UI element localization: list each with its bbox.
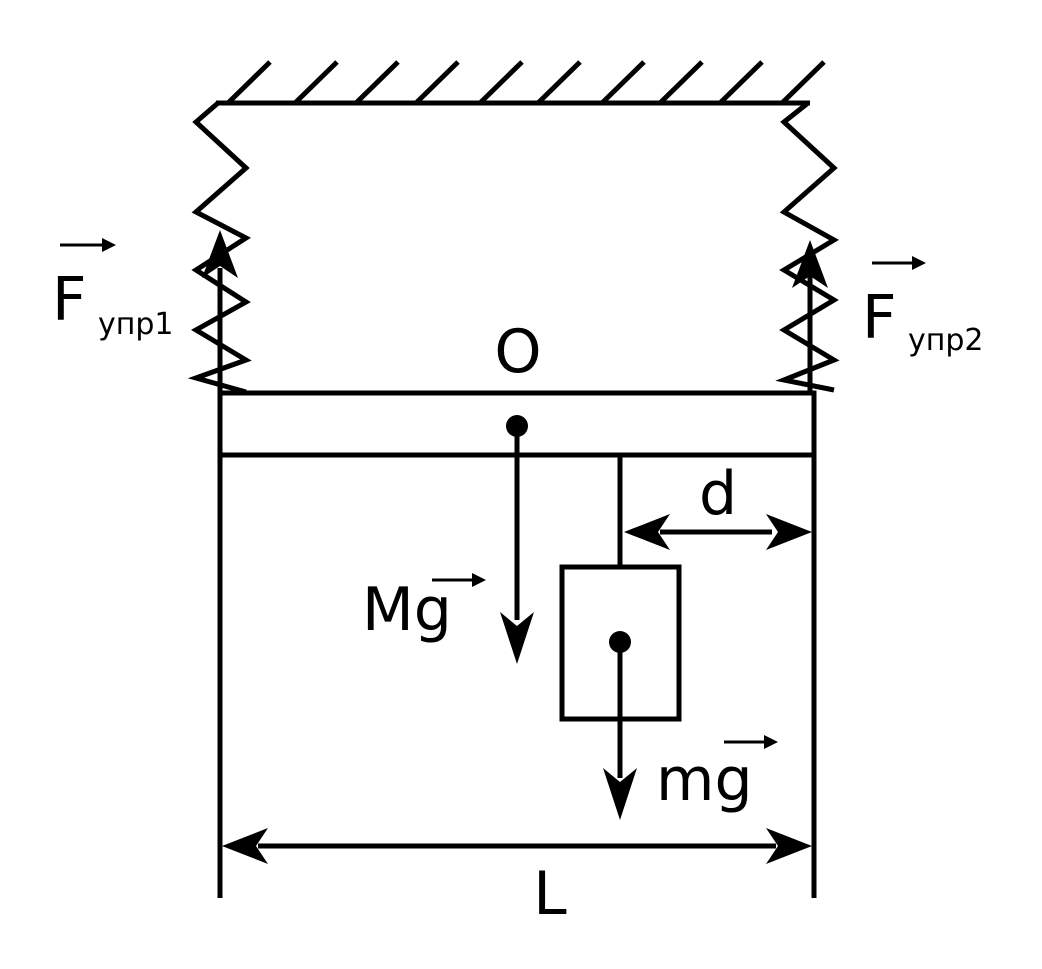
- label-beam-weight-text: Mg: [362, 575, 452, 645]
- weight-arrow-beam: [500, 426, 534, 664]
- force-arrow-right: [792, 240, 828, 393]
- vector-arrow-icon: [872, 256, 926, 270]
- label-force-2-sub: упр2: [908, 323, 984, 358]
- left-spring: [187, 101, 252, 395]
- force-arrow-left: [202, 230, 238, 393]
- vector-arrow-icon: [432, 573, 486, 587]
- dimension-d: [624, 514, 812, 550]
- label-distance-d: d: [699, 459, 737, 529]
- weight-arrow-load: [603, 642, 637, 820]
- label-load-weight: mg: [656, 735, 778, 815]
- label-pivot: O: [494, 317, 541, 387]
- dimension-L: [222, 828, 812, 864]
- label-force-2: F упр2: [862, 256, 984, 358]
- label-load-weight-text: mg: [656, 745, 753, 815]
- label-force-1-main: F: [52, 265, 87, 335]
- label-force-2-main: F: [862, 283, 897, 353]
- label-force-1-sub: упр1: [98, 307, 174, 342]
- ceiling-hatching: [226, 60, 826, 105]
- right-spring: [775, 101, 840, 393]
- ceiling: [216, 60, 826, 106]
- vector-arrow-icon: [724, 735, 778, 749]
- label-force-1: F упр1: [52, 238, 174, 342]
- label-beam-weight: Mg: [362, 573, 486, 645]
- label-length: L: [533, 859, 567, 929]
- vector-arrow-icon: [60, 238, 116, 252]
